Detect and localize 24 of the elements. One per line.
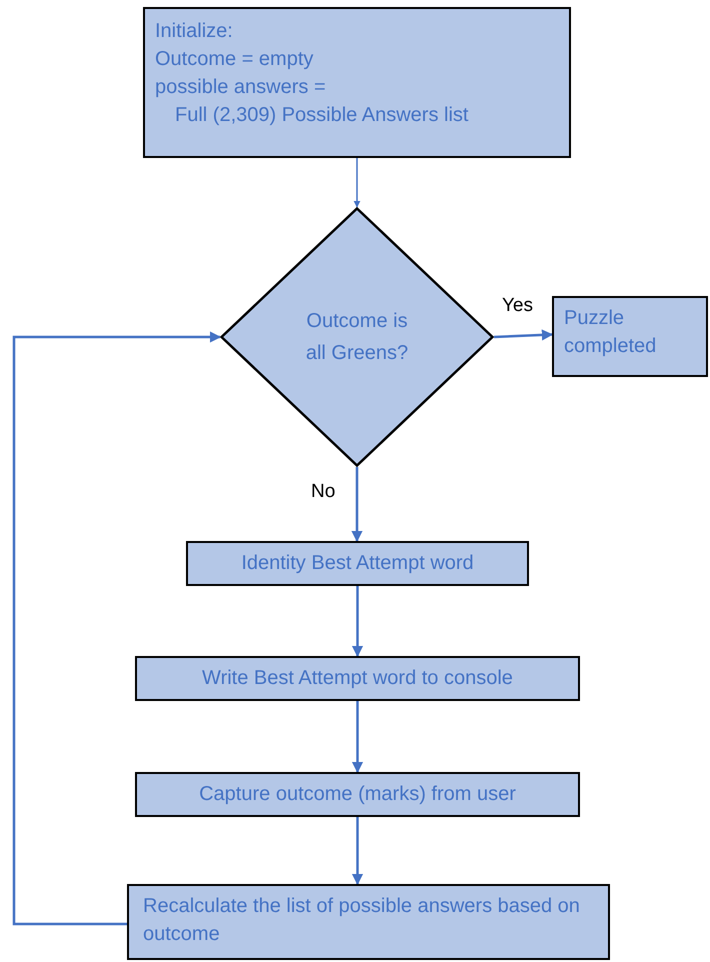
box-text: Outcome = empty [155, 47, 314, 72]
box-text: Full (2,309) Possible Answers list [174, 103, 470, 128]
process-box [127, 884, 610, 960]
terminal-box [552, 296, 708, 377]
arrow [352, 817, 364, 886]
arrow [494, 329, 554, 341]
decision-diamond [220, 207, 494, 467]
box-text: Write Best Attempt word to console [201, 666, 514, 691]
box-text: Initialize: [155, 19, 234, 44]
arrow [354, 158, 360, 208]
arrow [352, 586, 364, 658]
box-text: Capture outcome (marks) from user [198, 782, 517, 807]
process-box [135, 656, 580, 701]
arrow [12, 331, 222, 926]
arrow [352, 701, 364, 774]
process-box [135, 772, 580, 817]
arrow [351, 467, 363, 542]
box-text: Identity Best Attempt word [240, 551, 475, 576]
process-box [143, 7, 571, 158]
process-box [186, 541, 529, 586]
box-text: Puzzle completed [564, 306, 658, 359]
box-text: possible answers = [155, 75, 327, 100]
box-text: Recalculate the list of possible answers based on outcome [143, 894, 581, 947]
decision-text: Outcome is all Greens? [304, 309, 410, 366]
